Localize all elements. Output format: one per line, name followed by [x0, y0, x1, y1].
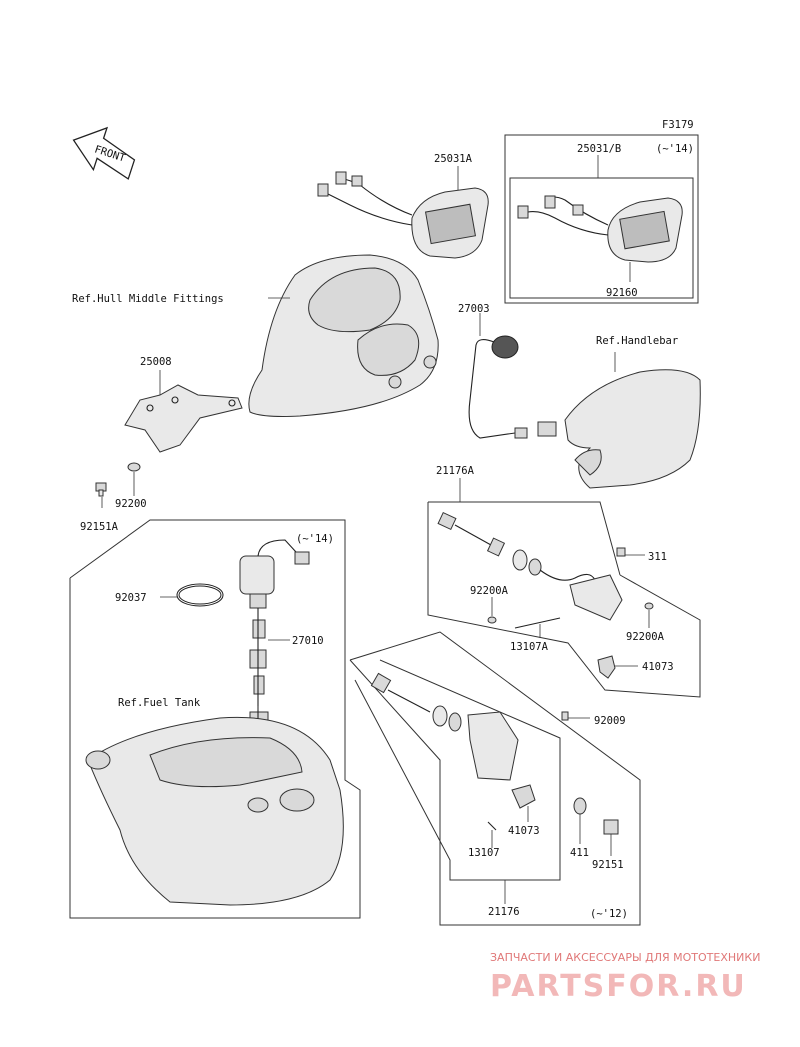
- label-41073-upper: 41073: [642, 661, 674, 673]
- washer-92200a-right: [644, 602, 654, 610]
- label-92037: 92037: [115, 592, 147, 604]
- watermark-brand: PARTSFOR.RU: [490, 969, 747, 1004]
- group-box-21176: [349, 631, 641, 926]
- label-27010: 27010: [292, 635, 324, 647]
- label-25031a: 25031A: [434, 153, 473, 165]
- screw-92009: [561, 711, 569, 721]
- label-ref-handlebar: Ref.Handlebar: [596, 335, 678, 347]
- handlebar: [564, 369, 701, 489]
- label-92160: 92160: [606, 287, 638, 299]
- nut-311: [616, 547, 626, 557]
- clip-41073-upper: [597, 655, 616, 679]
- group-box-21176a: [427, 502, 701, 698]
- label-41073-lower: 41073: [508, 825, 540, 837]
- meter-25031b: [517, 195, 683, 263]
- label-ref-fuel: Ref.Fuel Tank: [118, 697, 201, 709]
- label-27003: 27003: [458, 303, 490, 315]
- label-92200a-right: 92200A: [626, 631, 665, 643]
- leader-lines: [101, 155, 650, 904]
- group-box-fuel: [69, 519, 361, 919]
- washer-92200a-left: [487, 616, 497, 624]
- label-92200a-left: 92200A: [470, 585, 509, 597]
- label-13107: 13107: [468, 847, 500, 859]
- sensor-27003: [468, 335, 557, 439]
- label-year-12: (~'12): [590, 908, 628, 920]
- hull-middle-fittings: [248, 254, 439, 417]
- variant-box-outer: [504, 134, 699, 304]
- bolt-92151a: [95, 482, 107, 497]
- watermark-caption: ЗАПЧАСТИ И АКСЕССУАРЫ ДЛЯ МОТОТЕХНИКИ: [490, 951, 760, 964]
- fuel-tank: [85, 716, 344, 906]
- label-21176: 21176: [488, 906, 520, 918]
- clamp-92037: [176, 583, 224, 607]
- front-arrow-icon: FRONT: [72, 126, 136, 180]
- label-13107a: 13107A: [510, 641, 549, 653]
- label-year-pump: (~'14): [296, 533, 334, 545]
- clip-41073-lower: [511, 784, 536, 809]
- label-92009: 92009: [594, 715, 626, 727]
- meter-25031a: [317, 171, 489, 259]
- bracket-25008: [124, 384, 243, 453]
- label-411: 411: [570, 847, 589, 859]
- label-25008: 25008: [140, 356, 172, 368]
- label-92151a: 92151A: [80, 521, 119, 533]
- bolt-92151: [603, 819, 619, 835]
- figure-code: F3179: [662, 119, 694, 131]
- part-labels: 25031A 25031/B (~'14) 92160 Ref.Hull Mid…: [72, 143, 694, 920]
- label-92200: 92200: [115, 498, 147, 510]
- pin-13107: [487, 821, 497, 831]
- washer-411: [573, 797, 587, 815]
- label-year-b: (~'14): [656, 143, 694, 155]
- label-25031b: 25031/B: [577, 143, 621, 155]
- cable-21176: [370, 672, 619, 835]
- label-ref-hull: Ref.Hull Middle Fittings: [72, 293, 224, 305]
- label-92151: 92151: [592, 859, 624, 871]
- label-311: 311: [648, 551, 667, 563]
- pin-13107a: [514, 617, 561, 629]
- variant-box-inner: [509, 177, 694, 299]
- washer-92200: [127, 462, 141, 472]
- cable-21176a: [437, 511, 654, 629]
- label-21176a: 21176A: [436, 465, 475, 477]
- watermark: ЗАПЧАСТИ И АКСЕССУАРЫ ДЛЯ МОТОТЕХНИКИ PA…: [490, 951, 760, 1004]
